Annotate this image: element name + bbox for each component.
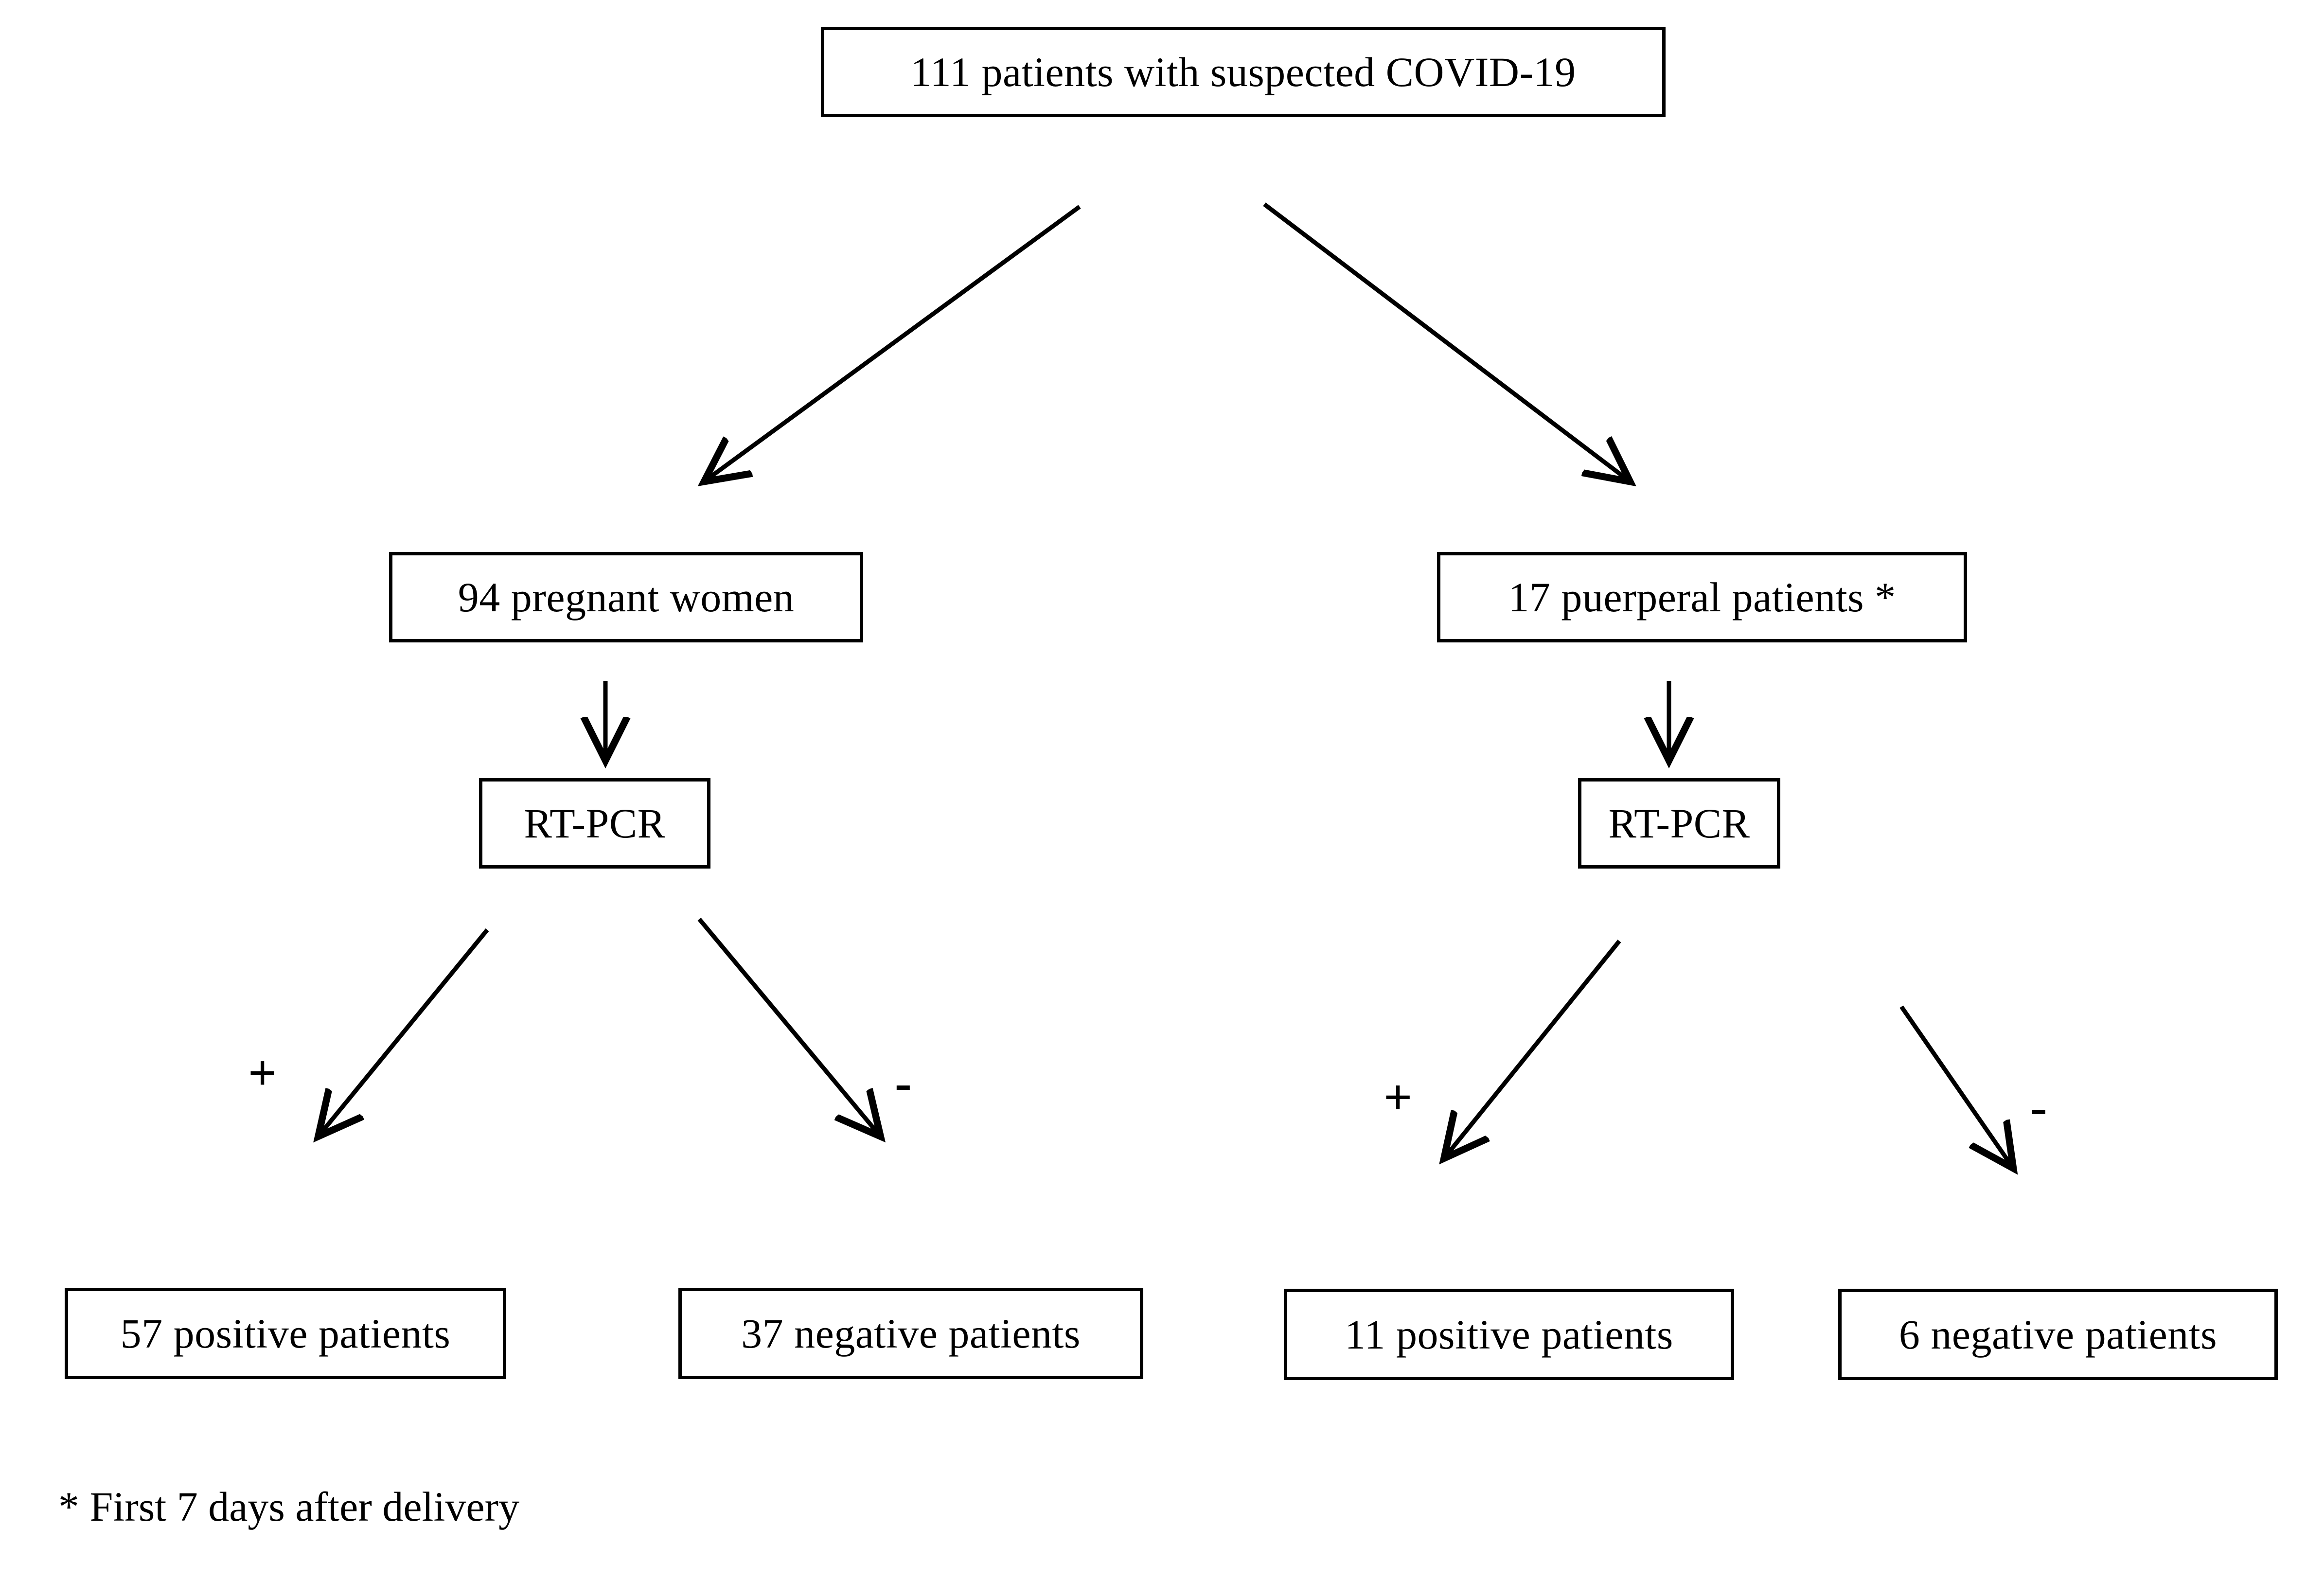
edge-rtpcr-right-to-negative — [1899, 1005, 2011, 1165]
node-pregnant-negative[interactable]: 37 negative patients — [678, 1288, 1143, 1379]
node-puerperal-negative-label: 6 negative patients — [1898, 1311, 2218, 1358]
node-puerperal-patients-label: 17 puerperal patients * — [1508, 574, 1896, 621]
node-rtpcr-pregnant[interactable]: RT-PCR — [479, 778, 710, 869]
node-rtpcr-puerperal[interactable]: RT-PCR — [1578, 778, 1780, 869]
node-puerperal-negative[interactable]: 6 negative patients — [1838, 1289, 2278, 1380]
node-pregnant-positive[interactable]: 57 positive patients — [65, 1288, 506, 1379]
node-puerperal-positive-label: 11 positive patients — [1345, 1311, 1673, 1358]
node-total-suspected[interactable]: 111 patients with suspected COVID-19 — [821, 27, 1666, 117]
edge-label-puerperal-negative: - — [2030, 1079, 2047, 1135]
edge-root-to-pregnant — [708, 205, 1081, 479]
edge-rtpcr-left-to-negative — [697, 918, 878, 1133]
node-rtpcr-puerperal-label: RT-PCR — [1608, 800, 1750, 847]
node-total-suspected-label: 111 patients with suspected COVID-19 — [910, 49, 1576, 95]
node-puerperal-positive[interactable]: 11 positive patients — [1284, 1289, 1734, 1380]
node-pregnant-women[interactable]: 94 pregnant women — [389, 552, 863, 642]
node-rtpcr-pregnant-label: RT-PCR — [524, 800, 666, 847]
edge-label-pregnant-positive: + — [248, 1045, 277, 1101]
edge-rtpcr-left-to-positive — [321, 928, 489, 1133]
edge-label-puerperal-positive: + — [1384, 1069, 1413, 1125]
footnote: * First 7 days after delivery — [58, 1483, 520, 1530]
edge-root-to-puerperal — [1263, 202, 1627, 479]
node-pregnant-negative-label: 37 negative patients — [741, 1310, 1081, 1357]
node-puerperal-patients[interactable]: 17 puerperal patients * — [1437, 552, 1967, 642]
edge-label-pregnant-negative: - — [895, 1055, 912, 1111]
node-pregnant-women-label: 94 pregnant women — [458, 574, 795, 621]
edge-rtpcr-right-to-positive — [1447, 940, 1621, 1155]
node-pregnant-positive-label: 57 positive patients — [120, 1310, 451, 1357]
